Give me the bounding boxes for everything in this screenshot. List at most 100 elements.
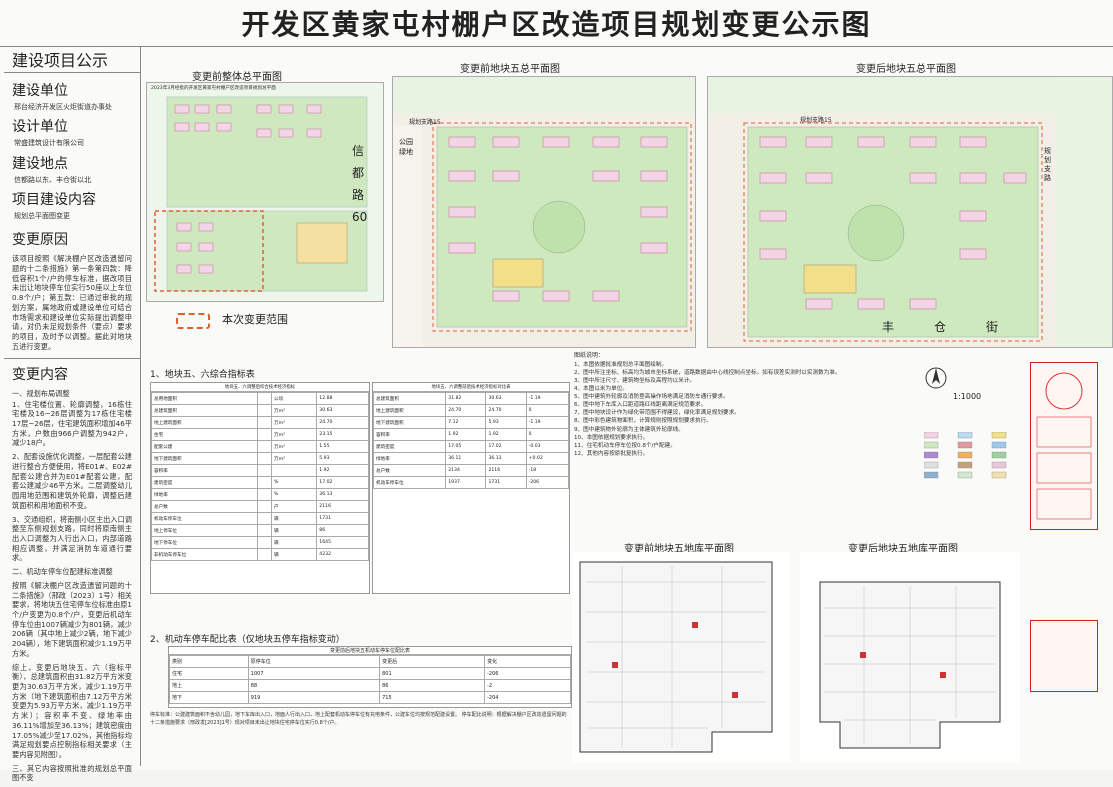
after-garage-graphic [819, 581, 1001, 749]
reason-label: 变更原因 [12, 232, 68, 249]
table-cell: 24.70 [316, 416, 369, 429]
left-info-column: 建设项目公示 建设单位 邢台经济开发区火炬街道办事处 设计单位 常盛建筑设计有限… [4, 46, 141, 782]
overall-plan-graphic [154, 96, 368, 292]
unit-label: 建设单位 [12, 83, 68, 99]
table-cell: 88 [247, 679, 381, 692]
drawing-notes: 图纸说明： 1、本图依据批准规划总平面图绘制。2、图中所注坐标、标高均为城市坐标… [574, 352, 874, 458]
table-cell: 地下停车位 [151, 536, 258, 549]
unit-value: 邢台经济开发区火炬街道办事处 [14, 102, 112, 111]
table-cell: -2 [484, 679, 571, 692]
table-cell: 总用地面积 [151, 392, 258, 405]
table-cell: 绿地率 [372, 452, 447, 465]
table-cell: 变化 [484, 655, 571, 668]
project-heading: 建设项目公示 [12, 51, 109, 70]
table-cell: -206 [484, 667, 571, 680]
note-item: 1、本图依据批准规划总平面图绘制。 [574, 361, 668, 368]
table-cell: 地下建筑面积 [151, 452, 258, 465]
table-cell: 机动车停车位 [372, 476, 447, 489]
table-cell: 1645 [316, 536, 369, 549]
table-cell: 总户数 [151, 500, 258, 513]
table-cell: 绿地率 [151, 488, 258, 501]
table-cell: 5.93 [316, 452, 369, 465]
table-cell [256, 500, 273, 513]
table-cell: 住宅 [151, 428, 258, 441]
table-row: 建筑密度%17.02 [151, 476, 369, 489]
table-cell: 公顷 [270, 392, 318, 405]
table-cell: 辆 [270, 536, 318, 549]
table-cell [256, 428, 273, 441]
table-cell: 1.92 [445, 428, 487, 441]
before-site-map: 规划支路15 公园绿地 [392, 76, 696, 348]
table-cell: 总建筑面积 [372, 392, 447, 405]
before-site-graphic [393, 77, 695, 347]
table-1-right-caption: 地块五、六调整前后技术经济指标对比表 [373, 383, 569, 392]
table-cell: 1937 [445, 476, 487, 489]
table-cell: 建筑密度 [372, 440, 447, 453]
table-cell: 地上停车位 [151, 524, 258, 537]
table-cell: 地上建筑面积 [372, 404, 447, 417]
table-cell: 万m² [270, 416, 318, 429]
notes-title: 图纸说明： [574, 352, 605, 359]
table-cell: 万m² [270, 428, 318, 441]
table-cell: 万m² [270, 452, 318, 465]
table-2-note: 停车标准：公建建筑面积不含幼儿园，地下车库出入口，地面人行出入口，地上配套机动车… [150, 712, 567, 726]
road-east-label: 规划支路 [1044, 147, 1051, 182]
design-value: 常盛建筑设计有限公司 [14, 139, 84, 148]
content-1-2: 2、配套设施优化调整，一层配套公建进行整合方便使用，将E01#、E02#配套公建… [12, 452, 132, 510]
content-3: 三、其它内容按照批准的规划总平面图不变 [12, 763, 132, 783]
table-cell: 建筑密度 [151, 476, 258, 489]
table-cell: 1731 [485, 476, 527, 489]
after-site-graphic [708, 77, 1112, 347]
table-cell: 17.05 [445, 440, 487, 453]
table-cell: 地上 [169, 679, 249, 692]
change-range-legend-swatch [176, 313, 210, 329]
table-1-title: 1、地块五、六综合指标表 [150, 370, 255, 380]
table-cell: 非机动车停车位 [151, 548, 258, 561]
road-north-label-after: 规划支路15 [800, 117, 832, 124]
table-cell: 1007 [247, 667, 381, 680]
note-item: 4、本图以米为单位。 [574, 386, 628, 393]
table-cell [256, 488, 273, 501]
table-cell: -1.19 [525, 416, 570, 429]
content-1-title: 一、规划布局调整 [12, 388, 70, 398]
table-cell [256, 524, 273, 537]
table-cell: 1.55 [316, 440, 369, 453]
before-garage-map [572, 552, 790, 762]
table-cell: 2116 [316, 500, 369, 513]
table-cell [256, 392, 273, 405]
table-cell: 36.13 [316, 488, 369, 501]
table-cell: 类别 [169, 655, 249, 668]
scale-label: 1:1000 [953, 392, 982, 401]
table-cell: 辆 [270, 548, 318, 561]
reason-text: 该项目按照《解决棚户区改造遗留问题的十二条措施》第一条第四款：降低容积1个/户的… [12, 254, 132, 351]
table-1-left-caption: 地块五、六调整后综合技术经济指标 [151, 383, 369, 392]
north-arrow-icon [925, 367, 947, 389]
change-range-legend-label: 本次变更范围 [222, 313, 288, 326]
table-cell: 住宅 [169, 667, 249, 680]
table-cell [256, 404, 273, 417]
before-overall-caption: 2023年3月经批的开发区黄家屯村棚户区改造项目规划总平面 [151, 86, 276, 91]
table-cell: 24.70 [485, 404, 527, 417]
table-cell: 1.92 [316, 464, 369, 477]
table-cell: 30.63 [316, 404, 369, 417]
table-cell: % [270, 476, 318, 489]
table-cell: -204 [484, 691, 571, 704]
note-item: 10、本图依据规划要求执行。 [574, 434, 649, 441]
after-site-title: 变更后地块五总平面图 [856, 64, 956, 75]
table-row: 类别原停车位变更后变化 [169, 655, 571, 668]
content-2-text: 按照《解决棚户区改造遗留问题的十二条措施》（邢政〔2023〕1号）相关要求，将地… [12, 580, 132, 658]
table-cell: 万m² [270, 440, 318, 453]
table-cell: 36.11 [445, 452, 487, 465]
